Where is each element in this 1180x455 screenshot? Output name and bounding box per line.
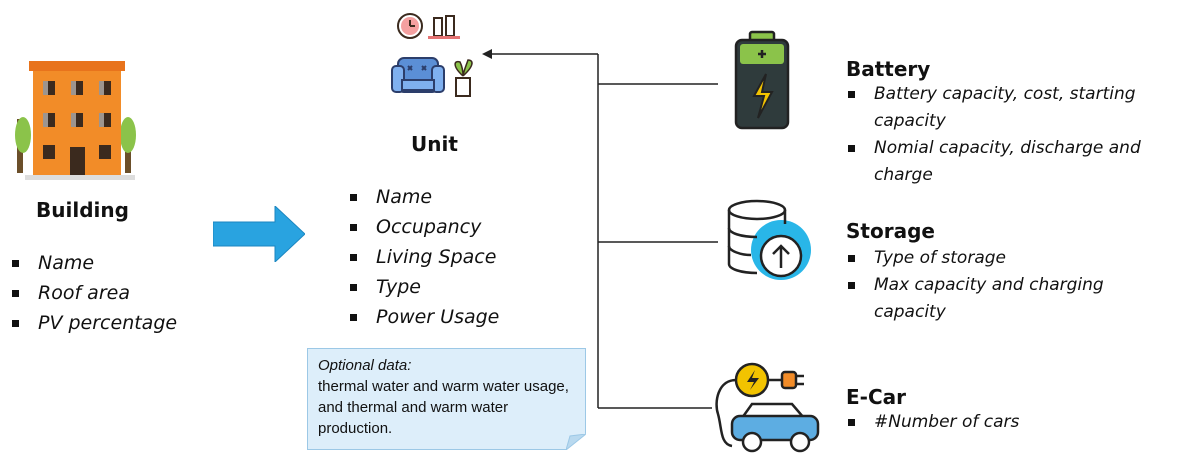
building-attributes: Name Roof area PV percentage <box>10 248 177 338</box>
list-item: Name <box>10 248 177 278</box>
list-item: Name <box>348 182 499 212</box>
list-item: Occupancy <box>348 212 499 242</box>
battery-title: Battery <box>846 57 931 81</box>
list-item: Roof area <box>10 278 177 308</box>
storage-attributes: Type of storage Max capacity and chargin… <box>846 245 1166 326</box>
list-item: Nomial capacity, discharge and charge <box>846 135 1176 189</box>
list-item: Living Space <box>348 242 499 272</box>
ecar-charging-icon <box>715 362 820 453</box>
ecar-attributes: #Number of cars <box>846 409 1166 436</box>
list-item: #Number of cars <box>846 409 1166 436</box>
storage-title: Storage <box>846 219 935 243</box>
building-icon <box>15 61 136 180</box>
note-title: Optional data: <box>318 357 412 374</box>
unit-attributes: Name Occupancy Living Space Type Power U… <box>348 182 499 332</box>
battery-icon <box>734 30 790 130</box>
list-item: PV percentage <box>10 308 177 338</box>
ecar-title: E-Car <box>846 385 906 409</box>
database-upload-icon <box>727 199 811 280</box>
unit-title: Unit <box>411 132 458 156</box>
flow-arrow-icon <box>213 206 305 262</box>
battery-attributes: Battery capacity, cost, starting capacit… <box>846 81 1176 189</box>
list-item: Power Usage <box>348 302 499 332</box>
list-item: Type of storage <box>846 245 1166 272</box>
connector-lines <box>482 49 718 409</box>
list-item: Battery capacity, cost, starting capacit… <box>846 81 1176 135</box>
note-fold-icon <box>566 434 586 450</box>
building-title: Building <box>36 198 129 222</box>
list-item: Type <box>348 272 499 302</box>
optional-data-note: Optional data: thermal water and warm wa… <box>307 348 586 450</box>
list-item: Max capacity and charging capacity <box>846 272 1166 326</box>
note-text: thermal water and warm water usage, and … <box>318 378 569 437</box>
unit-furniture-icon <box>391 13 473 97</box>
